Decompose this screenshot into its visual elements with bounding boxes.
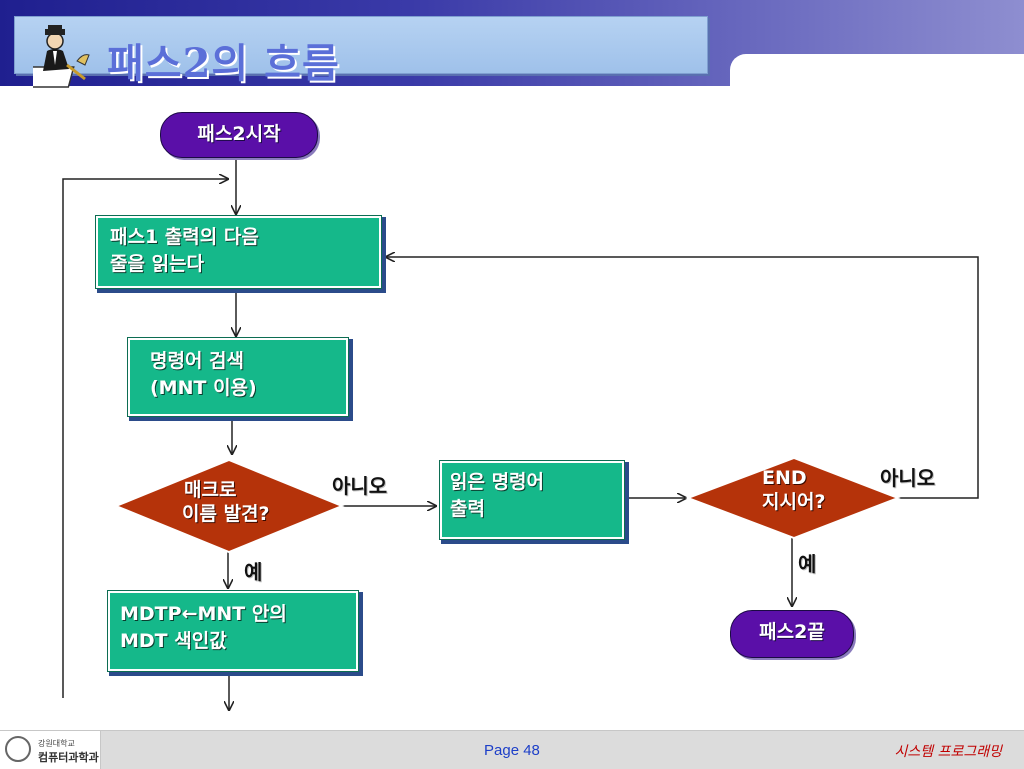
footer: 강원대학교 컴퓨터과학과 Page 48 시스템 프로그래밍 bbox=[0, 730, 1024, 769]
start-terminal: 패스2시작 bbox=[160, 112, 318, 158]
writer-icon bbox=[33, 25, 90, 88]
macro-decision-shape bbox=[113, 458, 345, 554]
yes-macro-label: 예 bbox=[244, 560, 263, 584]
macro-decision-text-1: 매크로 bbox=[184, 479, 237, 501]
macro-decision-text-2: 이름 발견? bbox=[182, 503, 270, 525]
page-title: 패스2의 흐름 bbox=[107, 40, 340, 87]
university-logo: 강원대학교 컴퓨터과학과 bbox=[0, 731, 101, 769]
course-title: 시스템 프로그래밍 bbox=[894, 744, 1003, 760]
end-decision-shape bbox=[685, 456, 901, 540]
mdtp-assign-text-2: MDT 색인값 bbox=[120, 630, 227, 652]
header-decoration bbox=[730, 54, 1024, 94]
output-line-text-1: 읽은 명령어 bbox=[450, 471, 545, 493]
flowchart: 패스2시작 패스1 출력의 다음 줄을 읽는다 명령어 검색 (MNT 이용) … bbox=[0, 86, 1024, 726]
search-opcode-box: 명령어 검색 (MNT 이용) bbox=[128, 338, 348, 416]
flowchart-connectors bbox=[62, 158, 979, 726]
university-seal-icon bbox=[5, 736, 31, 762]
yes-end-label: 예 bbox=[798, 552, 817, 576]
read-line-text-2: 줄을 읽는다 bbox=[110, 253, 205, 275]
search-opcode-text-2: (MNT 이용) bbox=[150, 377, 257, 399]
arrow-no-end-loop bbox=[386, 257, 979, 499]
read-line-text-1: 패스1 출력의 다음 bbox=[110, 226, 259, 248]
no-macro-label: 아니오 bbox=[332, 474, 388, 498]
mdtp-assign-box: MDTP←MNT 안의 MDT 색인값 bbox=[108, 591, 358, 671]
department-name: 컴퓨터과학과 bbox=[38, 751, 99, 764]
arrow-loop-back bbox=[62, 179, 228, 698]
end-decision-text-2: 지시어? bbox=[762, 491, 826, 513]
mdtp-assign-text-1: MDTP←MNT 안의 bbox=[120, 603, 287, 625]
search-opcode-text-1: 명령어 검색 bbox=[150, 350, 245, 372]
university-name: 강원대학교 bbox=[38, 739, 75, 748]
output-line-text-2: 출력 bbox=[450, 498, 485, 520]
end-terminal: 패스2끝 bbox=[730, 610, 854, 658]
header-banner: 패스2의 흐름 bbox=[0, 0, 1024, 94]
read-line-box: 패스1 출력의 다음 줄을 읽는다 bbox=[96, 216, 381, 288]
title-box: 패스2의 흐름 bbox=[14, 16, 708, 88]
no-end-label: 아니오 bbox=[880, 466, 936, 490]
output-line-box: 읽은 명령어 출력 bbox=[440, 461, 624, 539]
end-decision-text-1: END bbox=[762, 467, 807, 489]
page-number: Page 48 bbox=[484, 742, 540, 759]
